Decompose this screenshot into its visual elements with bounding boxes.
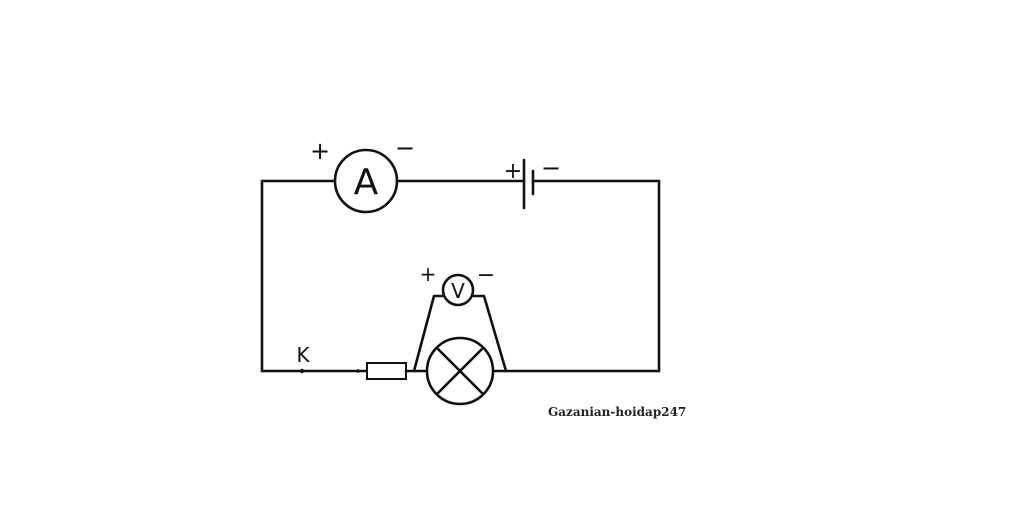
voltmeter-minus-sign: − [477, 263, 495, 288]
ammeter-symbol: A [354, 162, 379, 203]
voltmeter-left-lead [412, 294, 444, 373]
circuit-wires [260, 179, 661, 373]
switch-label: K [296, 343, 310, 367]
ammeter-plus-sign: + [310, 137, 330, 165]
lamp-cross-2 [435, 346, 485, 396]
ammeter-minus-sign: − [395, 134, 415, 162]
resistor [356, 362, 407, 380]
switch-contact [299, 368, 305, 374]
battery-minus-sign: − [541, 154, 561, 182]
resistor-body [366, 362, 407, 380]
ammeter-circle [333, 148, 399, 214]
battery: + − [504, 154, 561, 210]
ammeter: A + − [310, 134, 415, 214]
watermark: Gazanian-hoidap247 [548, 405, 686, 419]
voltmeter: V + − [412, 262, 508, 373]
lamp-circle [425, 336, 495, 406]
voltmeter-plus-sign: + [420, 262, 437, 286]
resistor-contact [356, 369, 360, 373]
switch: K [296, 343, 310, 374]
voltmeter-symbol: V [451, 279, 465, 303]
battery-plus-sign: + [504, 159, 522, 184]
voltmeter-circle [441, 273, 475, 307]
voltmeter-right-lead [472, 294, 508, 373]
lamp [425, 336, 495, 406]
